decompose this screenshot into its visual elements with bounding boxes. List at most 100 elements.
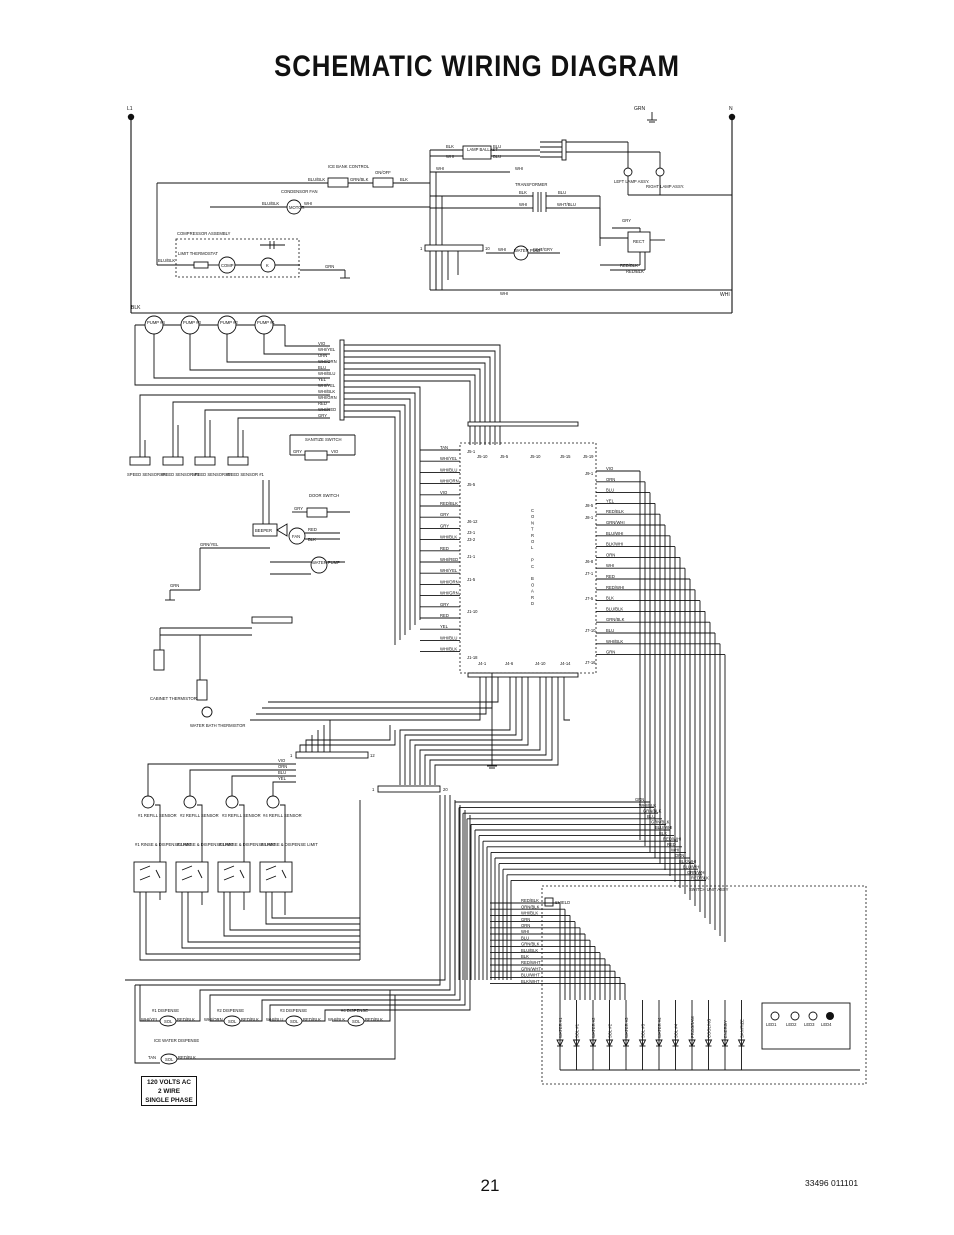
compressor-assembly-box bbox=[175, 238, 300, 278]
board-right-wire-label: ORN bbox=[606, 552, 615, 557]
svg-text:10: 10 bbox=[485, 246, 490, 251]
svg-text:BLK: BLK bbox=[519, 190, 527, 195]
board-left-wire-label: WHI/BLK bbox=[440, 647, 457, 652]
speed-sensor-1 bbox=[227, 456, 249, 466]
svg-text:K: K bbox=[266, 263, 269, 268]
svg-text:GRN/BLK: GRN/BLK bbox=[350, 177, 369, 182]
right-harness-label: RED/WHI bbox=[663, 836, 681, 841]
switch-wire-label: BLU bbox=[521, 935, 529, 940]
speed-sensor-4-label: SPEED SENSOR #4 bbox=[127, 472, 167, 477]
svg-text:BLU: BLU bbox=[318, 365, 326, 370]
svg-text:RED/BLK: RED/BLK bbox=[620, 263, 638, 268]
refill-sensor-2-label: #2 REFILL SENSOR bbox=[180, 813, 219, 818]
shield-label: SHIELD bbox=[555, 900, 570, 905]
fan-label: FAN bbox=[292, 534, 300, 539]
switch-wire-label: BLU/WHT bbox=[521, 973, 540, 978]
svg-text:J7-1: J7-1 bbox=[585, 571, 594, 576]
dispense-limit-3-label: #3 RINSE & DISPENSE LIMIT bbox=[219, 842, 276, 847]
right-lamp bbox=[655, 167, 665, 177]
board-left-wire-label: WHI/YEL bbox=[440, 456, 458, 461]
board-left-wire-label: GRY bbox=[440, 602, 449, 607]
dispense-3-label: #3 DISPENSE bbox=[280, 1008, 307, 1013]
board-right-wire-label: BLU bbox=[606, 628, 614, 633]
top-header bbox=[467, 421, 579, 427]
board-left-wire-label: WHI/RED bbox=[440, 557, 458, 562]
refill-sensor-2 bbox=[183, 795, 197, 809]
switch-unit-label: SWITCH UNIT ASSY bbox=[689, 887, 729, 892]
switch-button-label: SOL #1 bbox=[575, 1023, 580, 1038]
svg-text:WHI: WHI bbox=[446, 154, 454, 159]
dispense-limit-4-label: #4 RINSE & DISPENSE LIMIT bbox=[261, 842, 318, 847]
board-letter: R bbox=[531, 595, 534, 600]
svg-text:J1-5: J1-5 bbox=[467, 577, 476, 582]
switch-button-label: WATER #1 bbox=[558, 1017, 563, 1038]
svg-text:SOL: SOL bbox=[352, 1019, 361, 1024]
svg-text:J6-8: J6-8 bbox=[585, 559, 594, 564]
svg-text:WHI: WHI bbox=[515, 166, 523, 171]
svg-text:RED: RED bbox=[308, 527, 317, 532]
on-off-label: ON/OFF bbox=[375, 170, 391, 175]
svg-text:VIO: VIO bbox=[331, 449, 339, 454]
svg-text:WHI/ORN: WHI/ORN bbox=[318, 359, 337, 364]
ice-bank-control-switch bbox=[327, 177, 349, 188]
pump-3-label: PUMP #3 bbox=[183, 320, 202, 325]
lamp-connector bbox=[561, 139, 567, 161]
svg-text:BLU/BLK: BLU/BLK bbox=[308, 177, 325, 182]
speed-sensor-3-label: SPEED SENSOR #3 bbox=[160, 472, 200, 477]
sanitize-switch bbox=[304, 450, 328, 461]
board-left-wire-label: VIO bbox=[440, 490, 448, 495]
left-lamp bbox=[623, 167, 633, 177]
switch-button-label: WATER #3 bbox=[624, 1017, 629, 1038]
switch-button-label: COOLING bbox=[707, 1019, 712, 1038]
svg-text:J4-14: J4-14 bbox=[560, 661, 571, 666]
board-left-wire-label: WHI/ORN bbox=[440, 479, 459, 484]
board-right-wire-label: GRN/WHI bbox=[606, 520, 625, 525]
svg-text:BLU: BLU bbox=[558, 190, 566, 195]
svg-text:WHI/BLU: WHI/BLU bbox=[266, 1017, 283, 1022]
refill-sensor-4 bbox=[266, 795, 280, 809]
svg-text:WHI/YEL: WHI/YEL bbox=[318, 383, 336, 388]
svg-text:BLU: BLU bbox=[493, 154, 501, 159]
connector-20 bbox=[377, 785, 441, 793]
switch-wire-label: WHI/BLK bbox=[521, 911, 538, 916]
svg-text:SOL: SOL bbox=[290, 1019, 299, 1024]
right-harness-label: BLK/WHI bbox=[679, 859, 696, 864]
dispense-1-label: #1 DISPENSE bbox=[152, 1008, 179, 1013]
pump-1-label: PUMP #1 bbox=[257, 320, 276, 325]
svg-text:WHI/YEL: WHI/YEL bbox=[318, 347, 336, 352]
switch-button: SANITIZE bbox=[737, 1000, 860, 1071]
mid-components: SANITIZE SWITCH GRY VIO DOOR SWITCH GRY … bbox=[150, 434, 356, 728]
svg-text:LIMIT THERMOSTAT: LIMIT THERMOSTAT bbox=[178, 251, 218, 256]
left-harness-connector bbox=[339, 339, 345, 421]
top-section: ICE BANK CONTROL ON/OFF BLU/BLK GRN/BLK … bbox=[156, 139, 732, 296]
svg-text:RED: RED bbox=[318, 401, 327, 406]
switch-button-label: SOL #4 bbox=[674, 1023, 679, 1038]
whi-rail-label: WHI bbox=[720, 292, 730, 298]
svg-text:WHT/GRY: WHT/GRY bbox=[533, 247, 553, 252]
top-connector bbox=[424, 244, 484, 252]
svg-text:J7-16: J7-16 bbox=[585, 660, 596, 665]
board-left-wire-label: WHI/GRN bbox=[440, 591, 459, 596]
dispense-limit-1-label: #1 RINSE & DISPENSE LIMIT bbox=[135, 842, 192, 847]
lower-connectors: 1 12 1 20 VIO ORN BLU YEL bbox=[147, 720, 448, 915]
svg-text:J7-10: J7-10 bbox=[585, 628, 596, 633]
beeper-label: BEEPER bbox=[255, 528, 272, 533]
svg-text:LED4: LED4 bbox=[821, 1022, 832, 1027]
svg-text:J5-15: J5-15 bbox=[560, 454, 571, 459]
dispense-limit-3 bbox=[217, 861, 251, 893]
pc-board-outline bbox=[459, 442, 597, 674]
board-right-wire-label: GRN bbox=[606, 650, 615, 655]
switch-wire-label: GRN/BLK bbox=[521, 942, 540, 947]
svg-text:WHI: WHI bbox=[436, 166, 444, 171]
svg-text:RED/BLK: RED/BLK bbox=[177, 1017, 195, 1022]
svg-text:LED2: LED2 bbox=[786, 1022, 797, 1027]
speed-sensor-4 bbox=[129, 456, 151, 466]
svg-text:J7-5: J7-5 bbox=[585, 596, 594, 601]
right-harness-label: ORN bbox=[675, 853, 684, 858]
svg-text:J4-6: J4-6 bbox=[505, 661, 514, 666]
svg-text:WHI/ORN: WHI/ORN bbox=[204, 1017, 223, 1022]
switch-button-label: WATER #4 bbox=[657, 1017, 662, 1038]
right-harness-label: RED/BLK bbox=[691, 876, 709, 881]
